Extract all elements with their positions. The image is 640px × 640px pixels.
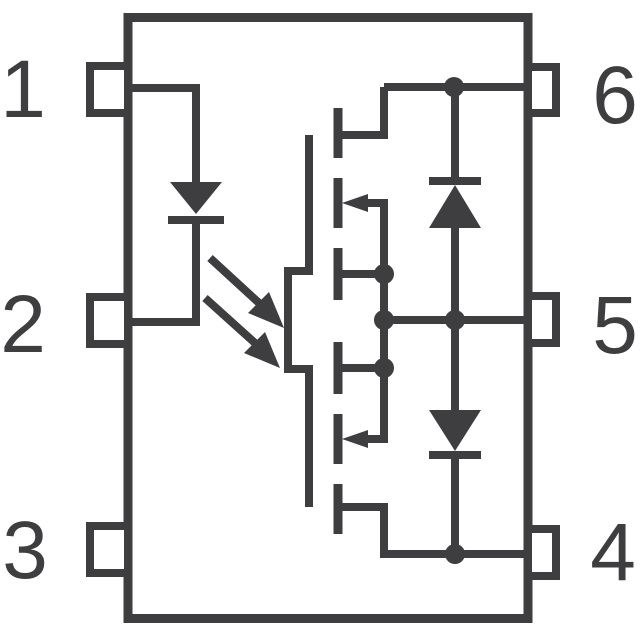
pin-1-label: 1 [0, 44, 46, 135]
mosfet-top-body-arrow [342, 194, 368, 212]
pin1-anode-wire [128, 84, 200, 182]
junction-dot [374, 264, 394, 284]
pin-6-pad [524, 63, 560, 117]
pin-6-label: 6 [592, 50, 638, 141]
pin-5-pad [524, 292, 560, 347]
body-diode-top-triangle [429, 185, 481, 228]
pin-2-pad [86, 293, 132, 348]
pin-4-pad [524, 525, 560, 580]
photon-arrow-2-shaft [202, 295, 258, 346]
pin-4-label: 4 [590, 507, 636, 598]
gate-electrode-line [284, 135, 313, 507]
photon-arrow-2 [202, 295, 280, 368]
junction-dot [445, 544, 465, 564]
photon-arrow-1-shaft [207, 255, 262, 306]
mosfet-bottom-body-arrow [342, 430, 368, 448]
pin2-cathode-wire [128, 220, 200, 326]
junction-dot [445, 310, 465, 330]
junction-dot [374, 310, 394, 330]
photon-arrow-1-head [248, 292, 284, 328]
junction-dot [444, 77, 464, 97]
mosfet-top [333, 87, 388, 300]
mosfet-top-body-wire [366, 199, 388, 274]
led-diode-icon [168, 182, 224, 224]
body-diode-top [429, 87, 481, 320]
mosfet-bottom [333, 342, 528, 558]
mosfet-bottom-drain-wire [338, 503, 528, 558]
input-led-circuit [128, 84, 224, 326]
pin-1-pad [86, 62, 132, 117]
body-diode-bottom [429, 320, 481, 554]
pin-pads-left [86, 62, 132, 577]
led-triangle [170, 182, 222, 214]
photon-arrows-icon [202, 255, 284, 368]
pin-5-label: 5 [592, 280, 638, 371]
mosfet-top-drain-wire [338, 87, 388, 139]
pin-3-label: 3 [2, 505, 48, 596]
pin-labels: 1 2 3 6 5 4 [0, 44, 638, 598]
pin-3-pad [86, 522, 132, 577]
body-diode-bottom-triangle [429, 410, 481, 451]
pin-2-label: 2 [0, 279, 46, 370]
junction-dots [374, 77, 465, 564]
junction-dot [374, 358, 394, 378]
mosfet-bottom-body-wire [366, 368, 388, 443]
photon-arrow-1 [207, 255, 284, 328]
photon-arrow-2-head [244, 332, 280, 368]
